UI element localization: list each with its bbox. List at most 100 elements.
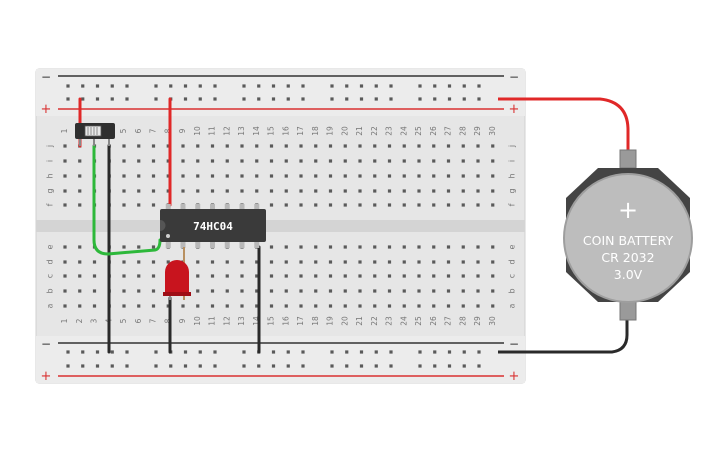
breadboard-hole[interactable] [387, 289, 392, 293]
breadboard-hole[interactable] [240, 304, 244, 308]
breadboard-hole[interactable] [78, 274, 82, 278]
breadboard-hole[interactable] [63, 159, 67, 163]
breadboard-hole[interactable] [387, 304, 392, 308]
rail-hole[interactable] [447, 97, 452, 101]
breadboard-hole[interactable] [269, 260, 274, 264]
breadboard-hole[interactable] [299, 260, 303, 264]
breadboard-hole[interactable] [461, 189, 465, 193]
breadboard-hole[interactable] [255, 159, 259, 163]
breadboard-hole[interactable] [78, 289, 82, 293]
rail-hole[interactable] [433, 84, 437, 88]
breadboard-hole[interactable] [314, 144, 318, 148]
rail-hole[interactable] [198, 84, 202, 88]
rail-hole[interactable] [125, 97, 129, 101]
breadboard-hole[interactable] [446, 203, 451, 207]
rail-hole[interactable] [462, 84, 466, 88]
rail-hole[interactable] [110, 364, 114, 368]
rail-hole[interactable] [213, 350, 217, 354]
switch-slider[interactable] [84, 125, 102, 137]
breadboard-hole[interactable] [122, 274, 126, 278]
rail-hole[interactable] [125, 350, 129, 354]
breadboard-hole[interactable] [314, 159, 318, 163]
rail-hole[interactable] [330, 350, 334, 354]
rail-hole[interactable] [154, 364, 158, 368]
rail-hole[interactable] [257, 364, 261, 368]
breadboard-hole[interactable] [240, 174, 244, 178]
breadboard-hole[interactable] [181, 144, 185, 148]
ic-chip-74hc04[interactable]: 74HC04 [160, 204, 266, 248]
rail-hole[interactable] [242, 97, 246, 101]
breadboard-hole[interactable] [417, 144, 421, 148]
breadboard-hole[interactable] [181, 189, 185, 193]
breadboard-hole[interactable] [417, 174, 421, 178]
breadboard-hole[interactable] [240, 274, 244, 278]
rail-hole[interactable] [110, 350, 114, 354]
rail-hole[interactable] [374, 84, 378, 88]
breadboard-hole[interactable] [343, 260, 347, 264]
rail-hole[interactable] [198, 350, 202, 354]
rail-hole[interactable] [81, 97, 85, 101]
breadboard-hole[interactable] [196, 189, 200, 193]
breadboard-hole[interactable] [328, 274, 333, 278]
breadboard-hole[interactable] [446, 274, 451, 278]
breadboard-hole[interactable] [373, 274, 377, 278]
breadboard-hole[interactable] [358, 274, 362, 278]
breadboard-hole[interactable] [461, 245, 465, 249]
breadboard-hole[interactable] [343, 274, 347, 278]
breadboard-hole[interactable] [402, 174, 406, 178]
breadboard-hole[interactable] [284, 274, 288, 278]
breadboard-hole[interactable] [225, 159, 229, 163]
rail-hole[interactable] [447, 84, 452, 88]
breadboard-hole[interactable] [225, 274, 229, 278]
breadboard-hole[interactable] [476, 245, 480, 249]
breadboard-hole[interactable] [417, 159, 421, 163]
breadboard-hole[interactable] [314, 274, 318, 278]
rail-hole[interactable] [389, 350, 393, 354]
rail-hole[interactable] [95, 84, 100, 88]
breadboard-hole[interactable] [284, 174, 288, 178]
breadboard-hole[interactable] [196, 260, 200, 264]
breadboard-hole[interactable] [328, 144, 333, 148]
breadboard-hole[interactable] [63, 304, 67, 308]
rail-hole[interactable] [154, 97, 158, 101]
breadboard-hole[interactable] [78, 304, 82, 308]
breadboard-hole[interactable] [491, 174, 495, 178]
rail-hole[interactable] [330, 364, 334, 368]
breadboard-hole[interactable] [269, 304, 274, 308]
breadboard-hole[interactable] [446, 159, 451, 163]
breadboard-hole[interactable] [314, 260, 318, 264]
rail-hole[interactable] [374, 97, 378, 101]
breadboard-hole[interactable] [284, 289, 288, 293]
rail-hole[interactable] [213, 84, 217, 88]
rail-hole[interactable] [477, 97, 481, 101]
rail-hole[interactable] [198, 97, 202, 101]
breadboard-hole[interactable] [269, 245, 274, 249]
breadboard-hole[interactable] [255, 304, 259, 308]
breadboard-hole[interactable] [461, 260, 465, 264]
breadboard-hole[interactable] [491, 144, 495, 148]
rail-hole[interactable] [66, 97, 70, 101]
breadboard-hole[interactable] [122, 260, 126, 264]
breadboard-hole[interactable] [137, 159, 141, 163]
breadboard-hole[interactable] [387, 174, 392, 178]
red-led[interactable] [163, 247, 191, 300]
rail-hole[interactable] [286, 350, 290, 354]
breadboard-hole[interactable] [92, 304, 97, 308]
breadboard-hole[interactable] [122, 304, 126, 308]
rail-hole[interactable] [154, 350, 158, 354]
breadboard-hole[interactable] [461, 203, 465, 207]
breadboard-hole[interactable] [63, 144, 67, 148]
breadboard-hole[interactable] [328, 159, 333, 163]
rail-hole[interactable] [169, 364, 173, 368]
breadboard-hole[interactable] [137, 304, 141, 308]
breadboard-hole[interactable] [151, 189, 156, 193]
rail-hole[interactable] [66, 84, 70, 88]
breadboard-hole[interactable] [461, 289, 465, 293]
breadboard-hole[interactable] [373, 144, 377, 148]
breadboard-hole[interactable] [255, 144, 259, 148]
breadboard-hole[interactable] [314, 289, 318, 293]
breadboard-hole[interactable] [299, 189, 303, 193]
rail-hole[interactable] [447, 350, 452, 354]
rail-hole[interactable] [271, 84, 276, 88]
breadboard-hole[interactable] [166, 144, 170, 148]
